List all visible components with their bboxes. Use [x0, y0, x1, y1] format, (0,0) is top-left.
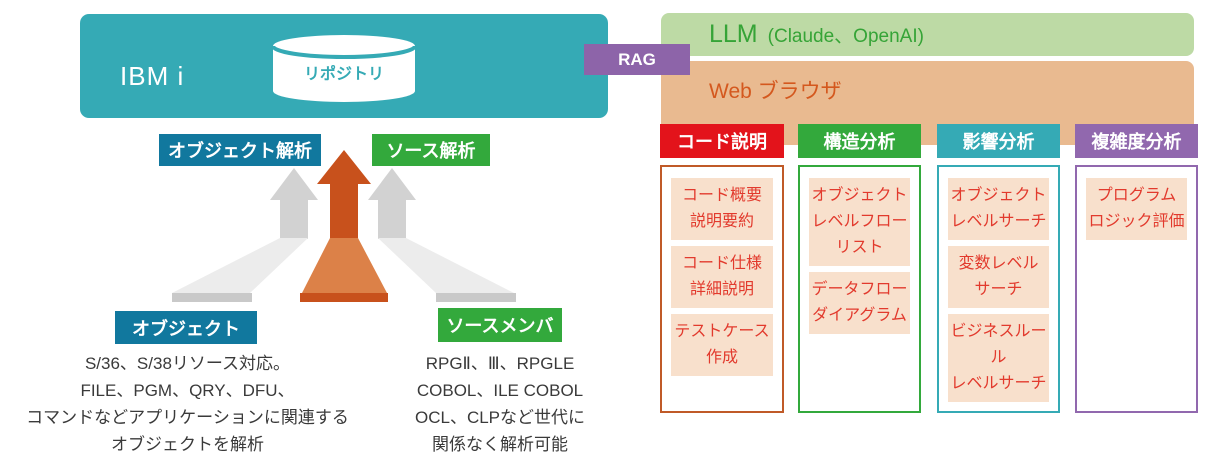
ibm-i-title: IBM i — [120, 61, 185, 91]
llm-providers-label: (Claude、OpenAI) — [767, 26, 924, 47]
feature-item: データフロー ダイアグラム — [809, 272, 910, 334]
column-box-complexity-analysis: プログラム ロジック評価 — [1075, 165, 1198, 413]
column-box-code-explanation: コード概要 説明要約 コード仕様 詳細説明 テストケース 作成 — [660, 165, 784, 413]
feature-item: 変数レベル サーチ — [948, 246, 1049, 308]
feature-item: プログラム ロジック評価 — [1086, 178, 1187, 240]
column-header-code-explanation: コード説明 — [660, 124, 784, 158]
object-description: S/36、S/38リソース対応。 FILE、PGM、QRY、DFU、 コマンドな… — [26, 354, 349, 454]
column-header-impact-analysis: 影響分析 — [937, 124, 1060, 158]
feature-item: オブジェクト レベルサーチ — [948, 178, 1049, 240]
column-header-structure-analysis: 構造分析 — [798, 124, 921, 158]
feature-item: テストケース 作成 — [671, 314, 773, 376]
llm-bar: LLM (Claude、OpenAI) — [661, 13, 1194, 56]
column-box-structure-analysis: オブジェクト レベルフロー リスト データフロー ダイアグラム — [798, 165, 921, 413]
feature-item: コード概要 説明要約 — [671, 178, 773, 240]
object-analysis-badge: オブジェクト解析 — [159, 134, 321, 166]
web-browser-label: Web ブラウザ — [709, 80, 842, 103]
llm-label: LLM — [709, 20, 758, 48]
repository-label: リポジトリ — [303, 66, 384, 83]
repository-cylinder-icon — [270, 33, 418, 105]
source-member-badge: ソースメンバ — [438, 308, 562, 342]
feature-item: オブジェクト レベルフロー リスト — [809, 178, 910, 266]
feature-item: ビジネスルール レベルサーチ — [948, 314, 1049, 402]
column-header-complexity-analysis: 複雑度分析 — [1075, 124, 1198, 158]
rag-badge: RAG — [584, 44, 690, 75]
object-badge: オブジェクト — [115, 311, 257, 344]
source-analysis-badge: ソース解析 — [372, 134, 490, 166]
column-box-impact-analysis: オブジェクト レベルサーチ 変数レベル サーチ ビジネスルール レベルサーチ — [937, 165, 1060, 413]
feature-item: コード仕様 詳細説明 — [671, 246, 773, 308]
source-member-description: RPGⅡ、Ⅲ、RPGLE COBOL、ILE COBOL OCL、CLPなど世代… — [414, 354, 586, 454]
